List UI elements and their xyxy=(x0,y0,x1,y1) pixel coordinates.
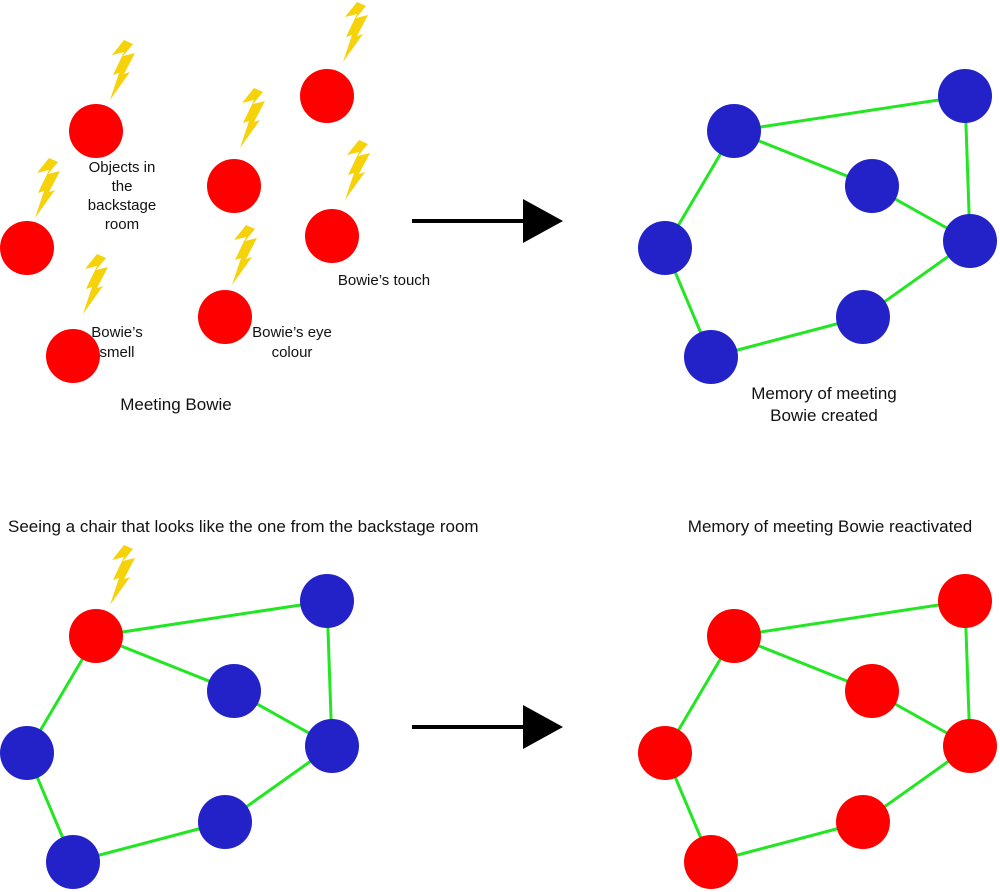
eye-colour-label-line1: Bowie’s eye xyxy=(252,324,332,341)
created-edge-a-b xyxy=(733,94,966,133)
memory-created-caption-line1: Memory of meeting xyxy=(751,384,897,403)
touch-label: Bowie’s touch xyxy=(338,272,430,289)
objects-label-line4: room xyxy=(105,216,139,233)
sensory-node-top xyxy=(300,69,354,123)
eye-colour-label-line2: colour xyxy=(272,344,313,361)
cue-node-d xyxy=(305,719,359,773)
objects-label-line2: the xyxy=(112,178,133,195)
sensory-node-smell xyxy=(46,329,100,383)
encoding-caption: Meeting Bowie xyxy=(120,395,232,414)
lightning-icon-objects xyxy=(110,40,135,100)
lightning-icon-cue xyxy=(110,545,135,605)
cue-edge-a-b xyxy=(95,599,328,638)
reactivated-node-e xyxy=(638,726,692,780)
created-node-g xyxy=(684,330,738,384)
lightning-icon-eye-colour xyxy=(232,225,257,285)
sensory-node-touch xyxy=(305,209,359,263)
cue-node-f xyxy=(198,795,252,849)
sensory-node-mid xyxy=(207,159,261,213)
cue-caption: Seeing a chair that looks like the one f… xyxy=(8,517,479,536)
smell-label-line1: Bowie’s xyxy=(91,324,142,341)
created-node-e xyxy=(638,221,692,275)
lightning-icon-touch xyxy=(345,140,370,200)
reactivated-node-c xyxy=(845,664,899,718)
created-node-d xyxy=(943,214,997,268)
lightning-icon-smell xyxy=(83,254,108,314)
arrow-bottom xyxy=(412,705,563,749)
created-node-f xyxy=(836,290,890,344)
cue-node-b xyxy=(300,574,354,628)
reactivated-node-f xyxy=(836,795,890,849)
encoding-panel: Objects in the backstage room Bowie’s sm… xyxy=(0,2,430,414)
cue-node-c xyxy=(207,664,261,718)
lightning-icon-top xyxy=(343,2,368,62)
created-node-a xyxy=(707,104,761,158)
reactivated-node-b xyxy=(938,574,992,628)
sensory-node-objects xyxy=(69,104,123,158)
cue-node-g xyxy=(46,835,100,889)
reactivated-node-a xyxy=(707,609,761,663)
created-node-c xyxy=(845,159,899,213)
reactivated-node-d xyxy=(943,719,997,773)
arrow-top xyxy=(412,199,563,243)
reactivated-caption: Memory of meeting Bowie reactivated xyxy=(688,517,972,536)
created-node-b xyxy=(938,69,992,123)
memory-created-panel: Memory of meeting Bowie created xyxy=(638,69,997,425)
reactivated-node-g xyxy=(684,835,738,889)
cue-panel: Seeing a chair that looks like the one f… xyxy=(0,517,479,889)
objects-label-line1: Objects in xyxy=(89,159,156,176)
arrow-top-head xyxy=(523,199,563,243)
smell-label-line2: smell xyxy=(99,344,134,361)
sensory-node-left xyxy=(0,221,54,275)
reactivated-panel: Memory of meeting Bowie reactivated xyxy=(638,517,997,889)
lightning-icon-mid xyxy=(240,88,265,148)
cue-node-e xyxy=(0,726,54,780)
memory-created-caption-line2: Bowie created xyxy=(770,406,878,425)
arrow-bottom-head xyxy=(523,705,563,749)
cue-node-a xyxy=(69,609,123,663)
sensory-node-eye-colour xyxy=(198,290,252,344)
lightning-icon-left xyxy=(35,158,60,218)
reactivated-edge-a-b xyxy=(733,599,966,638)
objects-label-line3: backstage xyxy=(88,197,156,214)
